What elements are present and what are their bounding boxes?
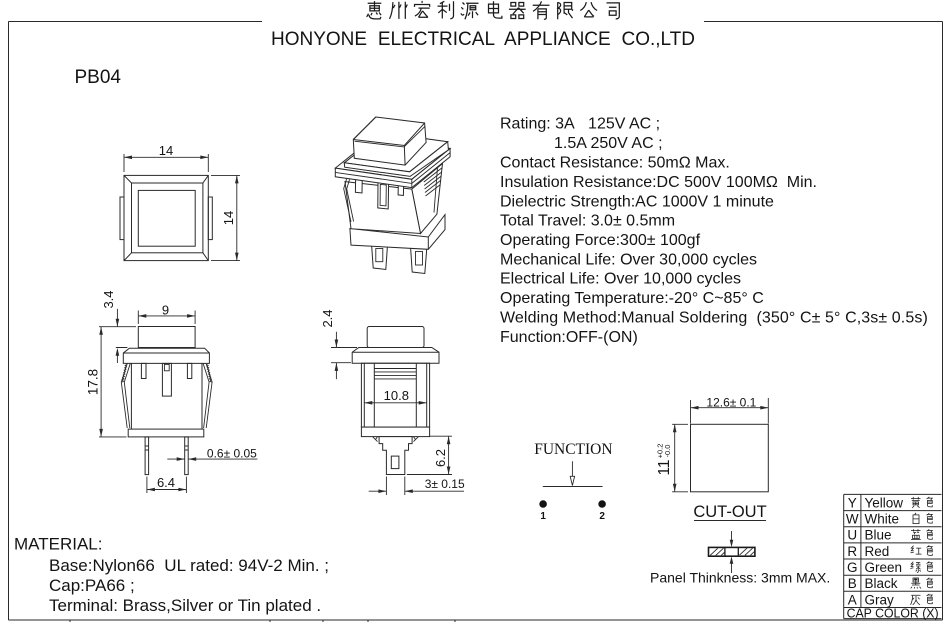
svg-text:Gray: Gray bbox=[865, 592, 895, 607]
svg-text:CUT-OUT: CUT-OUT bbox=[693, 503, 766, 521]
svg-text:12.6± 0.1: 12.6± 0.1 bbox=[706, 395, 756, 409]
svg-text:11: 11 bbox=[656, 459, 673, 475]
svg-text:Function:OFF-(ON): Function:OFF-(ON) bbox=[500, 329, 638, 346]
svg-text:Welding Method:Manual Solderin: Welding Method:Manual Soldering (350° C±… bbox=[500, 309, 928, 326]
svg-text:Cap:PA66 ;: Cap:PA66 ; bbox=[49, 576, 135, 595]
svg-text:14: 14 bbox=[221, 211, 236, 225]
svg-text:Base:Nylon66 UL rated: 94V-2: Base:Nylon66 UL rated: 94V-2 Min. ; bbox=[49, 556, 329, 575]
svg-text:MATERIAL:: MATERIAL: bbox=[14, 535, 102, 554]
svg-text:W: W bbox=[846, 512, 859, 527]
svg-text:1: 1 bbox=[540, 511, 546, 522]
svg-text:Black: Black bbox=[865, 576, 898, 591]
svg-text:3.4: 3.4 bbox=[101, 290, 116, 308]
svg-text:Total Travel: 3.0± 0.5mm: Total Travel: 3.0± 0.5mm bbox=[500, 213, 675, 230]
svg-text:B: B bbox=[848, 576, 857, 591]
svg-text:Electrical Life: Over 10,000 c: Electrical Life: Over 10,000 cycles bbox=[500, 271, 741, 288]
svg-text:+0.2: +0.2 bbox=[656, 444, 665, 459]
svg-text:Dielectric Strength:AC 1000V 1: Dielectric Strength:AC 1000V 1 minute bbox=[500, 193, 774, 210]
svg-text:FUNCTION: FUNCTION bbox=[534, 441, 612, 458]
svg-text:PB04: PB04 bbox=[75, 67, 122, 88]
svg-text:14: 14 bbox=[159, 143, 173, 158]
svg-text:6.2: 6.2 bbox=[433, 449, 448, 467]
svg-text:2: 2 bbox=[599, 511, 605, 522]
svg-text:3± 0.15: 3± 0.15 bbox=[425, 477, 465, 491]
svg-text:Rating: 3A 125V AC ;: Rating: 3A 125V AC ; bbox=[500, 116, 660, 133]
svg-text:A: A bbox=[848, 592, 857, 607]
svg-text:Operating Force:300± 100gf: Operating Force:300± 100gf bbox=[500, 232, 701, 249]
svg-text:2.4: 2.4 bbox=[320, 309, 335, 327]
svg-text:Operating Temperature:-20° C~8: Operating Temperature:-20° C~85° C bbox=[500, 290, 764, 307]
svg-text:17.8: 17.8 bbox=[86, 369, 101, 395]
svg-text:Terminal: Brass,Silver or Tin: Terminal: Brass,Silver or Tin plated . bbox=[49, 596, 321, 615]
svg-text:Panel Thinkness: 3mm MAX.: Panel Thinkness: 3mm MAX. bbox=[650, 570, 830, 586]
svg-text:0.6± 0.05: 0.6± 0.05 bbox=[207, 447, 257, 461]
svg-text:Yellow: Yellow bbox=[865, 495, 904, 510]
svg-text:Insulation Resistance:DC 500V: Insulation Resistance:DC 500V 100MΩ Min. bbox=[500, 174, 817, 191]
svg-text:Y: Y bbox=[848, 495, 857, 510]
svg-text:Blue: Blue bbox=[865, 528, 892, 543]
svg-text:U: U bbox=[847, 528, 857, 543]
svg-text:1.5A 250V AC ;: 1.5A 250V AC ; bbox=[554, 135, 663, 152]
svg-text:6.4: 6.4 bbox=[157, 475, 175, 490]
svg-text:9: 9 bbox=[162, 303, 169, 318]
svg-text:White: White bbox=[865, 512, 900, 527]
svg-text:R: R bbox=[847, 544, 857, 559]
svg-text:Red: Red bbox=[865, 544, 890, 559]
svg-text:HONYONE ELECTRICAL APPLIANCE C: HONYONE ELECTRICAL APPLIANCE CO.,LTD bbox=[271, 29, 695, 50]
svg-text:G: G bbox=[847, 560, 858, 575]
svg-text:Green: Green bbox=[865, 560, 903, 575]
svg-text:10.8: 10.8 bbox=[384, 388, 409, 403]
svg-text:Contact Resistance: 50mΩ Max.: Contact Resistance: 50mΩ Max. bbox=[500, 155, 730, 172]
svg-text:Mechanical Life: Over 30,000 c: Mechanical Life: Over 30,000 cycles bbox=[500, 251, 757, 268]
svg-text:-0.0: -0.0 bbox=[663, 445, 672, 458]
svg-text:CAP COLOR (X): CAP COLOR (X) bbox=[847, 606, 939, 621]
